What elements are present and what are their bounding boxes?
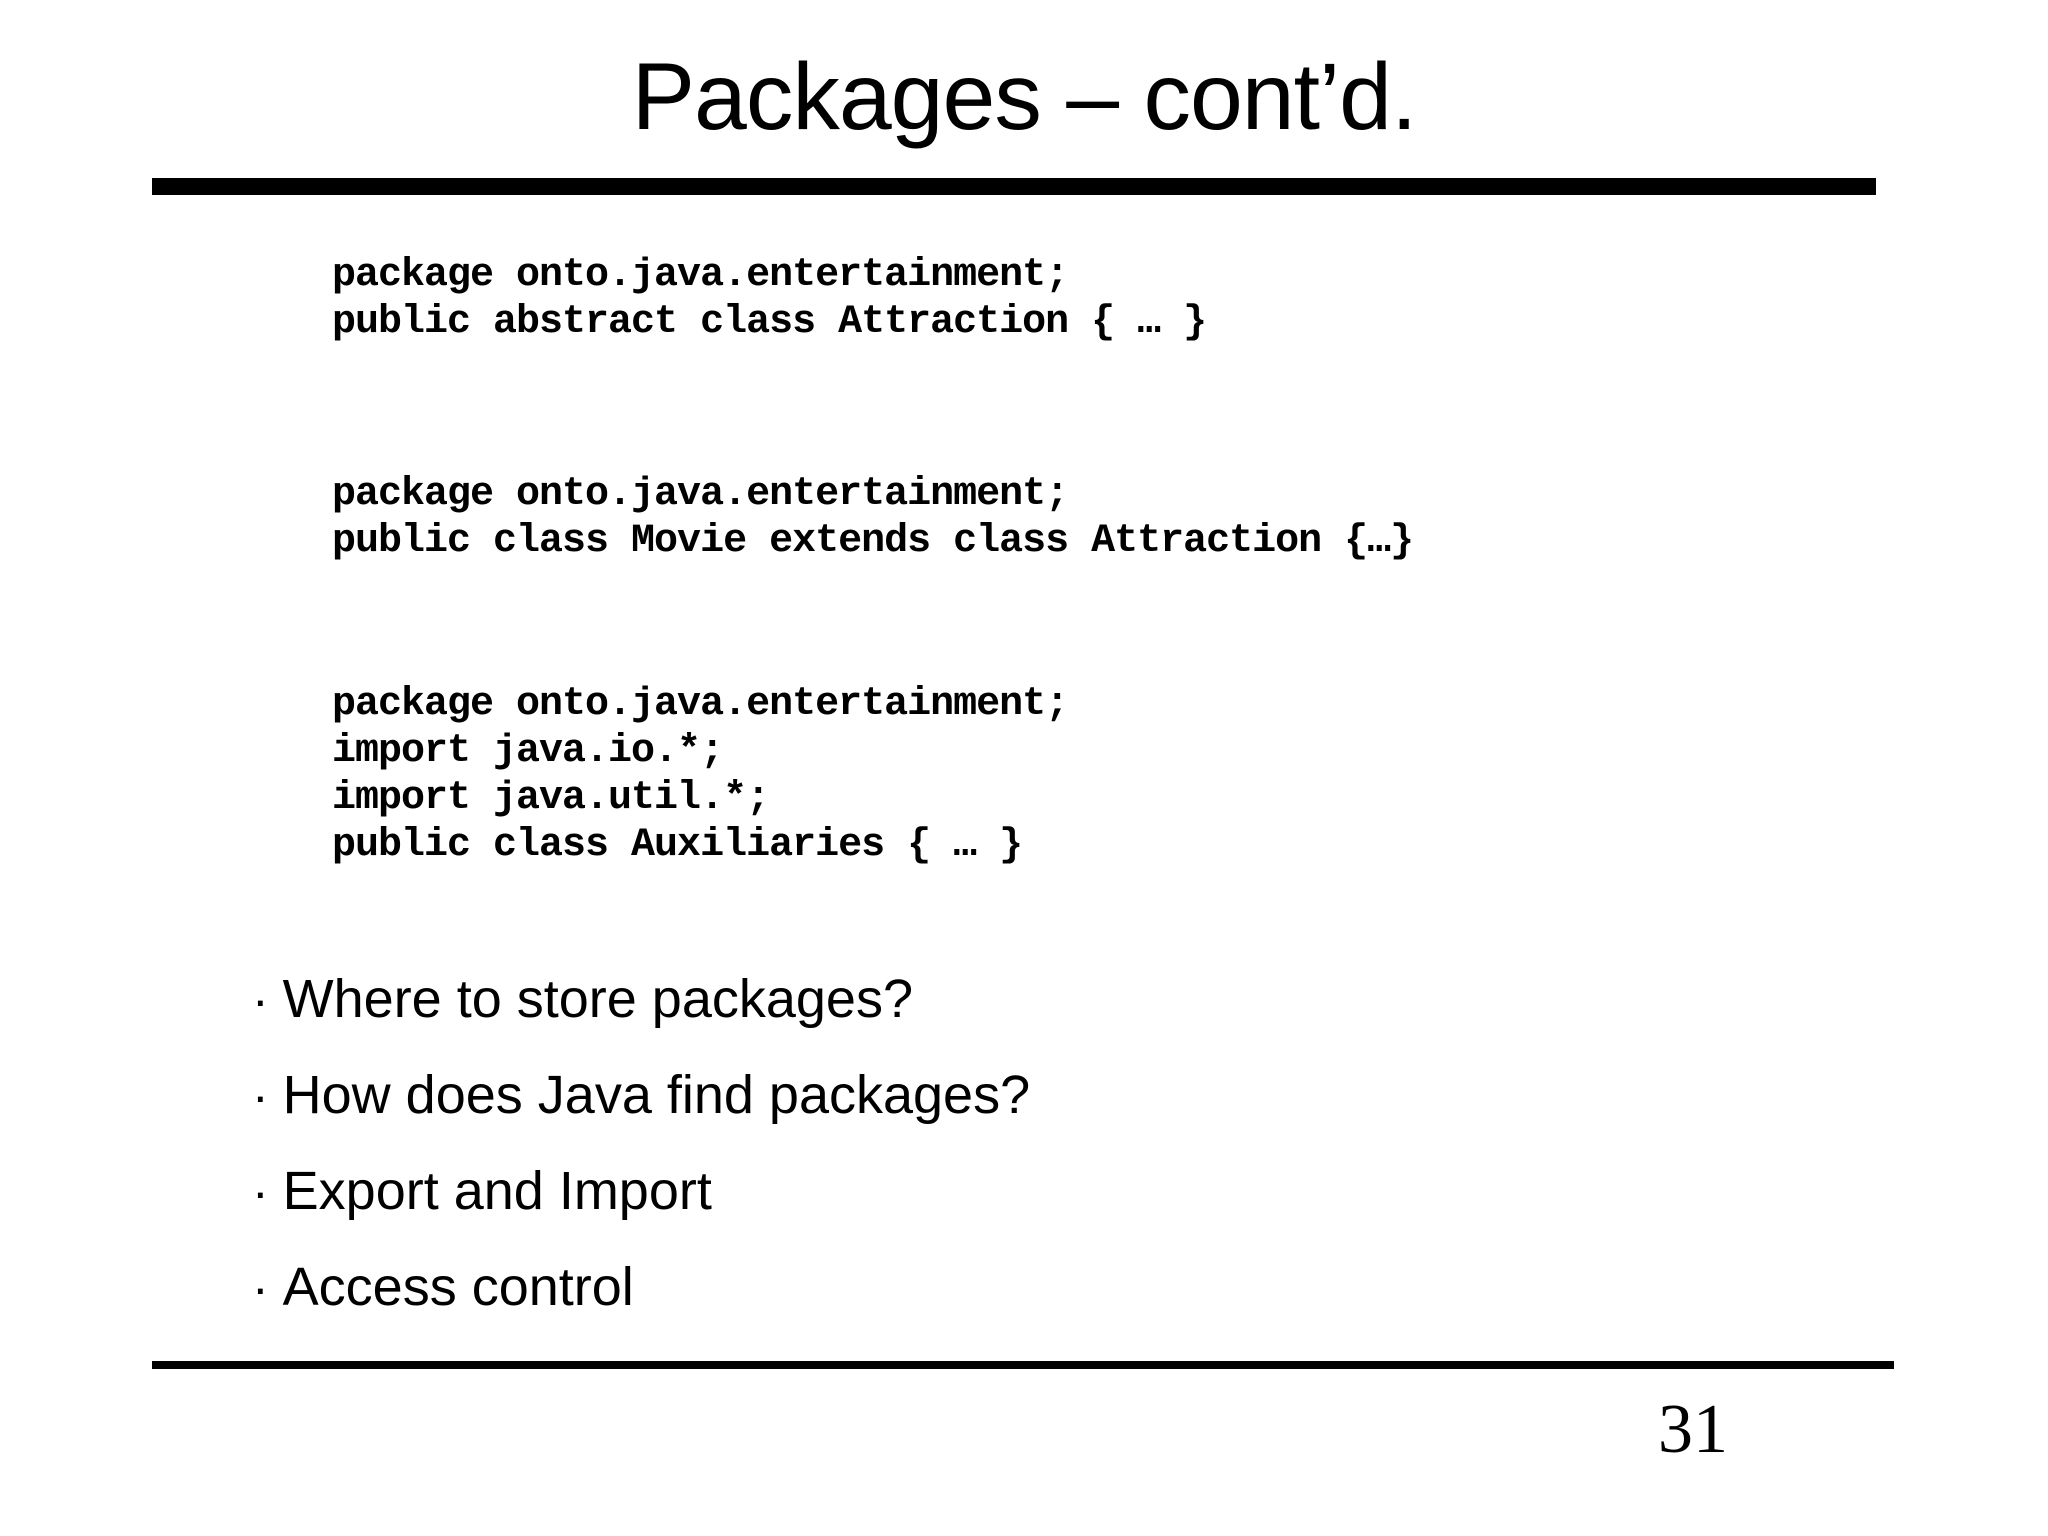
page-number: 31 <box>1658 1391 1728 1468</box>
code-line: package onto.java.entertainment; <box>332 682 1069 727</box>
slide-title: Packages – cont’d. <box>631 44 1418 150</box>
code-block-auxiliaries: package onto.java.entertainment;import j… <box>332 681 1069 869</box>
bullet-item: · Where to store packages? <box>252 952 1030 1048</box>
bullet-text: Where to store packages? <box>282 969 913 1029</box>
bullet-marker: · <box>252 1260 269 1316</box>
code-block-attraction: package onto.java.entertainment;public a… <box>332 252 1207 346</box>
bullet-item: · Export and Import <box>252 1144 1030 1240</box>
bullet-item: · How does Java find packages? <box>252 1048 1030 1144</box>
title-underline-rule <box>152 178 1876 195</box>
bullet-text: How does Java find packages? <box>282 1065 1031 1125</box>
footer-rule <box>152 1361 1894 1369</box>
code-line: public class Movie extends class Attract… <box>332 519 1414 564</box>
code-block-movie: package onto.java.entertainment;public c… <box>332 471 1414 565</box>
bullet-text: Access control <box>282 1257 634 1317</box>
bullet-item: · Access control <box>252 1240 1030 1336</box>
code-line: import java.io.*; <box>332 729 724 774</box>
bullet-text: Export and Import <box>282 1161 712 1221</box>
code-line: package onto.java.entertainment; <box>332 472 1069 517</box>
bullet-marker: · <box>252 1164 269 1220</box>
code-line: package onto.java.entertainment; <box>332 253 1069 298</box>
code-line: public abstract class Attraction { … } <box>332 300 1207 345</box>
code-line: import java.util.*; <box>332 776 770 821</box>
bullet-marker: · <box>252 1068 269 1124</box>
bullet-list: · Where to store packages? · How does Ja… <box>252 952 1030 1336</box>
code-line: public class Auxiliaries { … } <box>332 823 1023 868</box>
bullet-marker: · <box>252 972 269 1028</box>
